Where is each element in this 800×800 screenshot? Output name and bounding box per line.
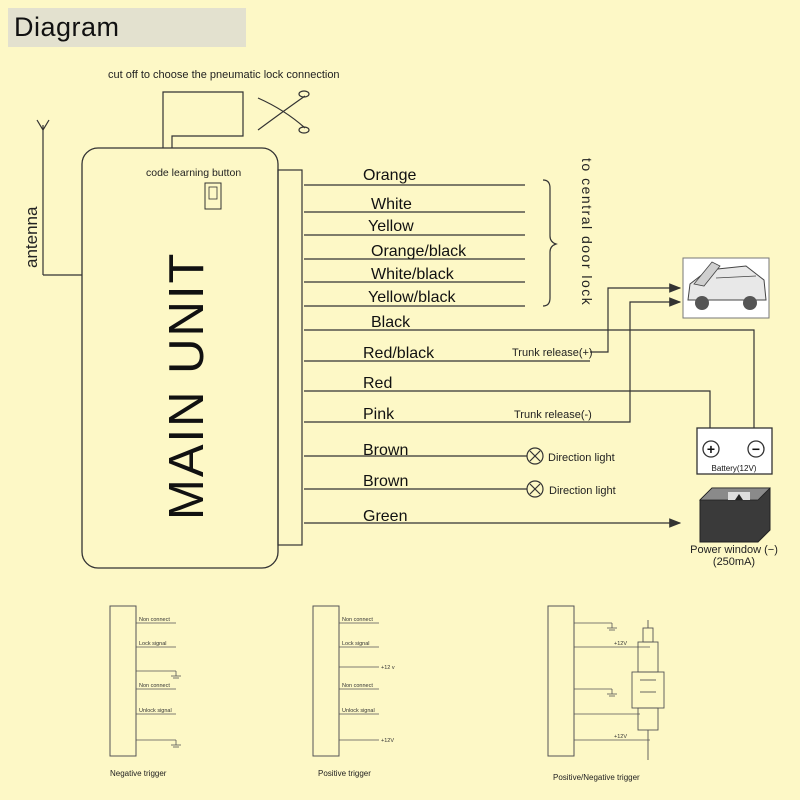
- connector-block: [277, 169, 303, 546]
- central-lock-label: to central door lock: [579, 158, 595, 306]
- antenna-label: antenna: [22, 206, 41, 268]
- trunk-release-neg-label: Trunk release(-): [514, 409, 592, 421]
- wire-label: Red: [363, 375, 392, 392]
- trunk-release-pos-line: [590, 283, 682, 353]
- wire-label: Brown: [363, 473, 408, 490]
- power-window-icon: [699, 487, 771, 543]
- cutoff-note: cut off to choose the pneumatic lock con…: [108, 69, 340, 81]
- wire-label: Yellow/black: [368, 289, 456, 306]
- pneumatic-loop: [162, 91, 244, 148]
- panel2-label-0: Non connect: [342, 617, 373, 623]
- panel3-label-1: +12V: [614, 734, 627, 740]
- panel1-label-2: Non connect: [139, 683, 170, 689]
- panel2-label-3: Non connect: [342, 683, 373, 689]
- battery-label: Battery(12V): [712, 464, 757, 473]
- wire-group: OrangeWhiteYellowOrange/blackWhite/black…: [304, 167, 682, 528]
- panel2-label-4: Unlock signal: [342, 708, 375, 714]
- power-window-current: (250mA): [713, 556, 755, 568]
- red-to-battery-line: [304, 390, 711, 428]
- panel1-caption: Negative trigger: [110, 769, 167, 778]
- black-to-battery-line: [304, 329, 755, 428]
- battery-icon: + − Battery(12V): [696, 427, 773, 475]
- direction-light-label-2: Direction light: [549, 485, 616, 497]
- wire-label: Green: [363, 508, 407, 525]
- trunk-release-neg-line: [590, 297, 682, 423]
- panel2-caption: Positive trigger: [318, 769, 371, 778]
- code-button-label: code learning button: [146, 167, 241, 179]
- power-window-label: Power window (−): [690, 544, 778, 556]
- wire-label: Pink: [363, 406, 395, 423]
- negative-trigger-panel: Non connect Lock signal Non connect Unlo…: [109, 605, 181, 778]
- wire-label: Orange: [363, 167, 416, 184]
- direction-light-label-1: Direction light: [548, 452, 615, 464]
- wire-label: White: [371, 196, 412, 213]
- panel1-label-1: Lock signal: [139, 641, 167, 647]
- positive-negative-trigger-panel: +12V +12V Positive/Negative trigger: [547, 605, 665, 782]
- direction-light-icon: [526, 447, 544, 465]
- panel2-label-1: Lock signal: [342, 641, 370, 647]
- battery-plus: +: [707, 441, 715, 457]
- panel2-label-2: +12 v: [381, 665, 395, 671]
- code-learning-button: [204, 182, 222, 210]
- car-trunk-icon: [682, 257, 770, 319]
- battery-minus: −: [752, 441, 760, 457]
- trunk-release-pos-label: Trunk release(+): [512, 347, 593, 359]
- lock-actuator-icon: [631, 620, 665, 760]
- main-unit-label: MAIN UNIT: [160, 252, 214, 520]
- wire-label: Red/black: [363, 345, 435, 362]
- panel3-label-0: +12V: [614, 641, 627, 647]
- positive-trigger-panel: Non connect Lock signal +12 v Non connec…: [312, 605, 395, 778]
- scissors-icon: [257, 90, 310, 134]
- wire-label: White/black: [371, 266, 455, 283]
- panel3-caption: Positive/Negative trigger: [553, 773, 640, 782]
- title-bar: [8, 8, 246, 47]
- wire-label: Orange/black: [371, 243, 467, 260]
- panel1-label-0: Non connect: [139, 617, 170, 623]
- antenna-icon: [36, 119, 82, 276]
- panel1-label-3: Unlock signal: [139, 708, 172, 714]
- direction-light-icon: [526, 480, 544, 498]
- wire-label: Yellow: [368, 218, 414, 235]
- wire-label: Black: [371, 314, 411, 331]
- panel2-label-5: +12V: [381, 738, 394, 744]
- wire-label: Brown: [363, 442, 408, 459]
- page-title: Diagram: [14, 12, 120, 42]
- central-lock-bracket: [542, 179, 558, 307]
